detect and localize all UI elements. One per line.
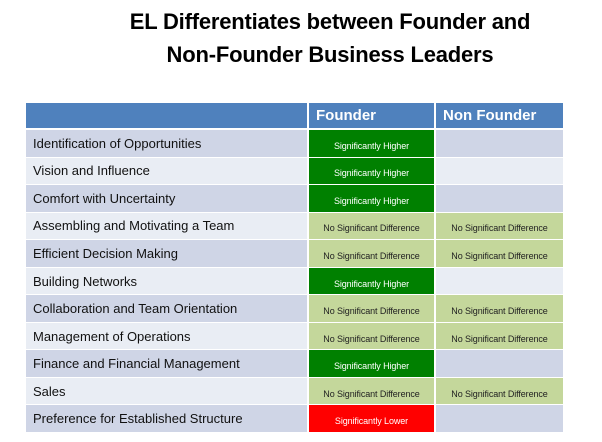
founder-result-cell: Significantly Higher xyxy=(309,130,436,158)
trait-label: Assembling and Motivating a Team xyxy=(26,212,309,241)
non-founder-result-cell xyxy=(436,405,563,434)
founder-result-cell: No Significant Difference xyxy=(309,212,436,241)
header-cell-trait xyxy=(26,103,309,130)
slide-title: EL Differentiates between Founder and No… xyxy=(100,5,560,71)
non-founder-result-cell xyxy=(436,130,563,158)
founder-result-cell: No Significant Difference xyxy=(309,295,436,323)
title-line-1: EL Differentiates between Founder and xyxy=(129,9,531,34)
non-founder-result-cell: No Significant Difference xyxy=(436,212,563,241)
founder-result-cell: Significantly Higher xyxy=(309,267,436,296)
header-cell-non-founder: Non Founder xyxy=(436,103,563,130)
trait-label: Identification of Opportunities xyxy=(26,130,309,158)
founder-result-cell: No Significant Difference xyxy=(309,322,436,351)
founder-result-cell: Significantly Lower xyxy=(309,405,436,434)
trait-label: Preference for Established Structure xyxy=(26,405,309,434)
trait-label: Efficient Decision Making xyxy=(26,240,309,268)
non-founder-result-cell xyxy=(436,350,563,378)
trait-label: Collaboration and Team Orientation xyxy=(26,295,309,323)
non-founder-result-cell xyxy=(436,185,563,213)
trait-label: Building Networks xyxy=(26,267,309,296)
non-founder-result-cell xyxy=(436,267,563,296)
non-founder-result-cell xyxy=(436,157,563,186)
trait-label: Sales xyxy=(26,377,309,406)
non-founder-result-cell: No Significant Difference xyxy=(436,295,563,323)
comparison-table: Founder Non Founder Identification of Op… xyxy=(26,103,563,434)
table-header-row: Founder Non Founder xyxy=(26,103,563,130)
header-cell-founder: Founder xyxy=(309,103,436,130)
founder-result-cell: No Significant Difference xyxy=(309,240,436,268)
founder-result-cell: Significantly Higher xyxy=(309,157,436,186)
founder-result-cell: Significantly Higher xyxy=(309,350,436,378)
trait-label: Finance and Financial Management xyxy=(26,350,309,378)
founder-result-cell: Significantly Higher xyxy=(309,185,436,213)
founder-result-cell: No Significant Difference xyxy=(309,377,436,406)
non-founder-result-cell: No Significant Difference xyxy=(436,377,563,406)
non-founder-result-cell: No Significant Difference xyxy=(436,240,563,268)
trait-label: Comfort with Uncertainty xyxy=(26,185,309,213)
title-line-2: Non-Founder Business Leaders xyxy=(166,42,494,67)
trait-label: Vision and Influence xyxy=(26,157,309,186)
non-founder-result-cell: No Significant Difference xyxy=(436,322,563,351)
trait-label: Management of Operations xyxy=(26,322,309,351)
